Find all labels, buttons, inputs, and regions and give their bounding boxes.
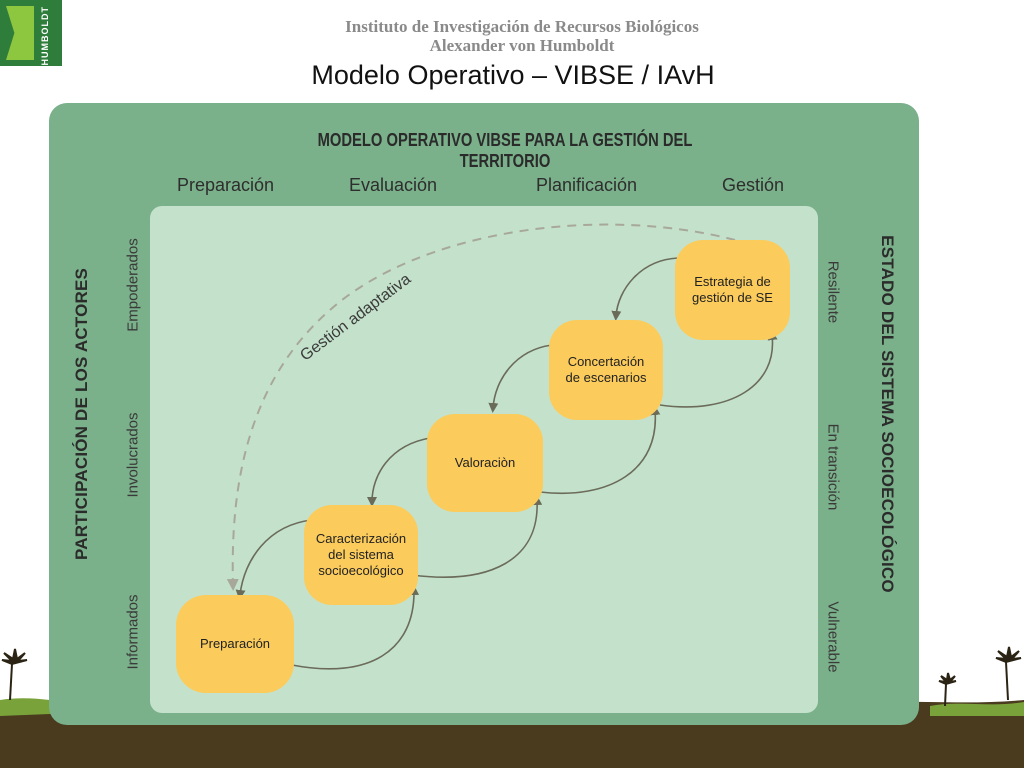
node-valoracion-label: Valoraciòn — [454, 455, 516, 470]
phase-evaluacion: Evaluación — [349, 175, 438, 195]
node-estrategia-line2: gestión de SE — [692, 290, 773, 305]
node-concertacion-line1: Concertación — [567, 354, 645, 369]
level-informados: Informados — [124, 594, 142, 670]
node-estrategia-line1: Estrategia de — [694, 274, 771, 289]
level-involucrados: Involucrados — [124, 412, 142, 498]
slide-title: Modelo Operativo – VIBSE / IAvH — [311, 60, 715, 90]
right-axis-title: ESTADO DEL SISTEMA SOCIOECOLÓGICO — [878, 235, 897, 593]
state-vulnerable: Vulnerable — [824, 601, 842, 673]
humboldt-logo: HUMBOLDT — [0, 0, 62, 66]
node-concertacion-line2: de escenarios — [565, 370, 647, 385]
node-preparacion: Preparación — [176, 595, 294, 693]
node-caracterizacion-line2: del sistema — [328, 547, 394, 562]
node-caracterizacion: Caracterización del sistema socioecológi… — [304, 505, 418, 605]
phase-preparacion: Preparación — [177, 175, 275, 195]
node-valoracion: Valoraciòn — [427, 414, 543, 512]
level-empoderados: Empoderados — [124, 238, 142, 332]
diagram-title: MODELO OPERATIVO VIBSE PARA LA GESTIÓN D… — [317, 130, 693, 171]
node-caracterizacion-line3: socioecológico — [318, 563, 404, 578]
node-estrategia: Estrategia de gestión de SE — [675, 240, 790, 340]
state-en-transicion: En transición — [824, 423, 842, 511]
node-concertacion: Concertación de escenarios — [549, 320, 663, 420]
phase-gestion: Gestión — [722, 175, 785, 195]
institute-subname: Alexander von Humboldt — [429, 36, 615, 55]
node-caracterizacion-line1: Caracterización — [315, 531, 407, 546]
phase-planificacion: Planificación — [536, 175, 638, 195]
state-resilente: Resilente — [824, 260, 842, 324]
node-preparacion-label: Preparación — [199, 636, 271, 651]
left-axis-title: PARTICIPACIÓN DE LOS ACTORES — [72, 267, 91, 561]
institute-name: Instituto de Investigación de Recursos B… — [345, 17, 699, 36]
